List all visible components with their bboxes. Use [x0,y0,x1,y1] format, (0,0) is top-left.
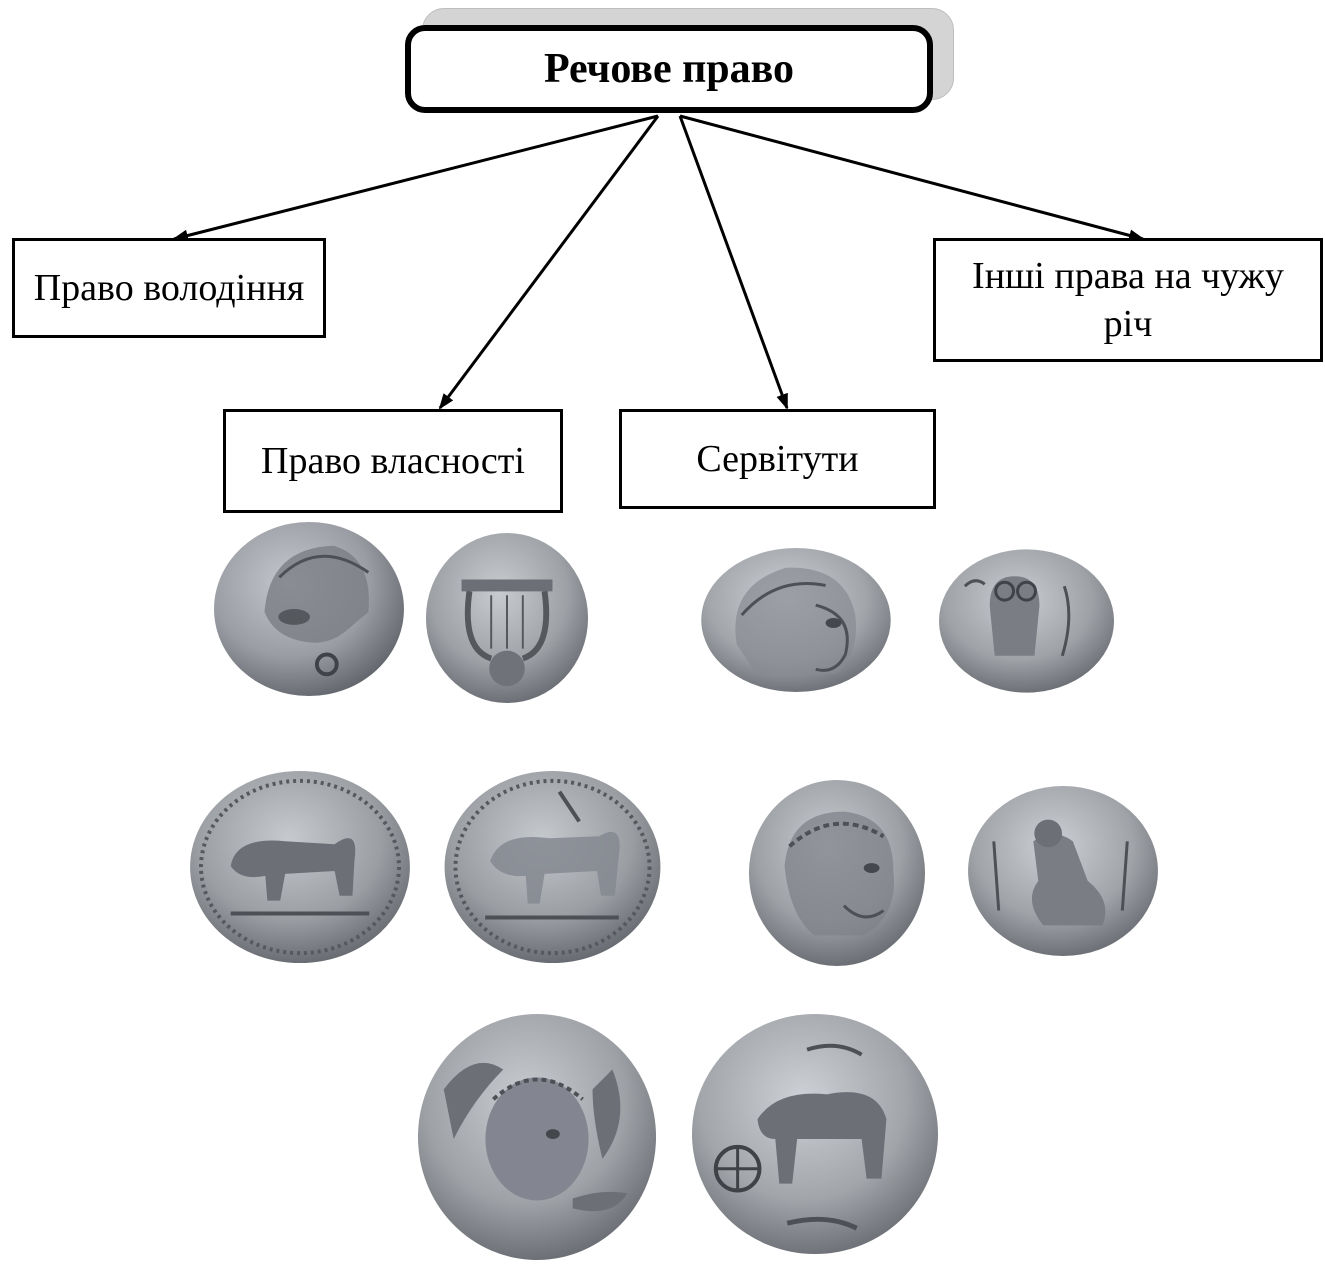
edge-root-possession [172,114,659,242]
node-label: Право володіння [33,267,305,309]
node-label: Інші права на чужу річ [972,255,1284,345]
node-other-rights: Інші права на чужу річ [933,238,1323,362]
coin-athena-image [697,546,895,694]
node-label: Сервітути [696,438,859,480]
coin-arethusa-dolphins-image [414,1010,660,1264]
node-label: Право власності [261,440,525,482]
edge-root-ownership [438,115,660,410]
node-possession: Право володіння [12,238,326,338]
coin-lyre-image [422,530,592,706]
coin-crouching-figure-image [963,782,1163,960]
edge-root-servitudes [678,115,789,410]
node-servitudes: Сервітути [619,409,936,509]
root-node: Речове право [405,25,933,113]
edge-root-other [679,114,1145,242]
coin-helmet-warrior-image [210,518,408,700]
coin-bull-image [186,767,414,967]
coin-quadriga-image [688,1010,942,1258]
node-ownership: Право власності [223,409,563,513]
coin-bull-incuse-image [440,767,665,967]
root-label: Речове право [543,46,795,92]
coin-owl-image [935,546,1118,696]
coin-laureate-head-image [745,777,929,969]
